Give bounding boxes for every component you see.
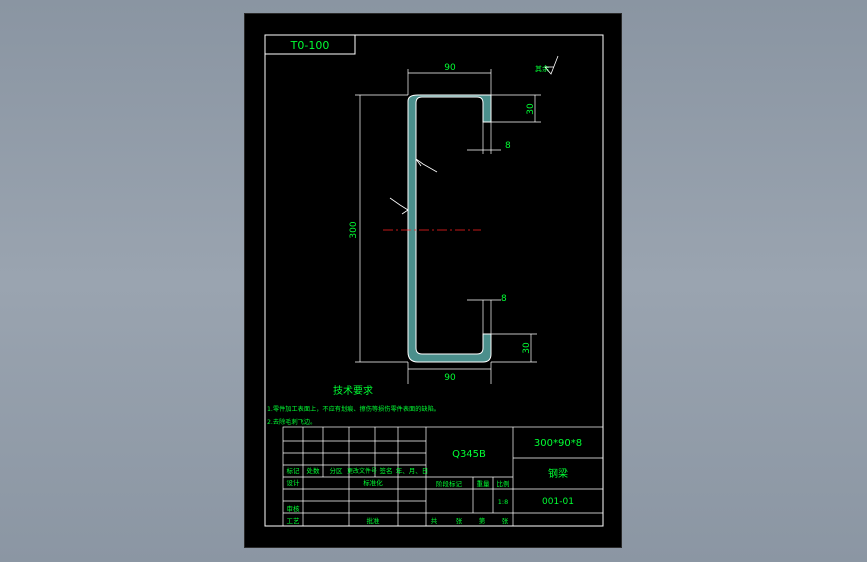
footer-total: 共 [431, 516, 438, 525]
drawing-sheet: T0-100 其余 90 90 300 30 30 [244, 13, 622, 548]
footer-sheets: 张 [456, 516, 463, 525]
header-stage-mark: 阶段标记 [436, 479, 463, 488]
code-box [264, 34, 356, 55]
footer-sheet-no: 第 [479, 516, 486, 525]
thickness-top-label: 8 [505, 141, 511, 151]
header-sign: 签名 [380, 466, 393, 475]
drawing-canvas: T0-100 其余 90 90 300 30 30 [264, 34, 604, 527]
header-zone: 分区 [330, 466, 344, 475]
title-block-grid [282, 426, 604, 527]
spec-value: 300*90*8 [534, 438, 582, 449]
header-scale: 比例 [497, 479, 510, 488]
top-width-dimension [407, 69, 492, 95]
height-dimension [355, 94, 408, 363]
scale-value: 1:8 [498, 498, 508, 506]
header-date: 年、月、日 [396, 466, 429, 475]
roughness-symbol-upper [415, 158, 438, 173]
c-channel-section [407, 94, 492, 363]
surface-finish-note: 其余 [535, 64, 549, 73]
surface-finish-symbol [544, 55, 559, 75]
bottom-lip-label: 30 [522, 342, 532, 354]
header-mark: 标记 [287, 466, 301, 475]
height-label: 300 [349, 221, 359, 238]
bottom-width-label: 90 [444, 373, 456, 383]
header-process: 工艺 [287, 517, 301, 525]
tech-req-title: 技术要求 [333, 384, 373, 397]
header-review: 审核 [287, 504, 301, 513]
header-change-doc: 更改文件号 [347, 467, 377, 475]
top-width-label: 90 [444, 63, 456, 73]
tech-req-line1: 1.零件加工表面上，不应有划痕、擦伤等损伤零件表面的缺陷。 [267, 405, 440, 413]
roughness-symbol-lower [389, 197, 409, 215]
thickness-top-dimension [467, 122, 501, 154]
part-name-value: 钢梁 [548, 467, 568, 480]
bottom-width-dimension [407, 362, 492, 384]
code-box-text: T0-100 [290, 39, 330, 52]
top-lip-dimension [491, 94, 541, 123]
drawing-no-value: 001-01 [542, 497, 574, 507]
drawing-border [264, 34, 604, 527]
header-design: 设计 [287, 478, 301, 487]
header-approve: 批准 [367, 516, 381, 525]
tech-req-line2: 2.去除毛刺飞边。 [267, 418, 316, 426]
header-count: 处数 [307, 466, 321, 475]
bottom-lip-dimension [491, 333, 537, 363]
thickness-bottom-dimension [467, 299, 501, 334]
top-lip-label: 30 [526, 103, 536, 115]
material-value: Q345B [452, 449, 486, 460]
thickness-bottom-label: 8 [501, 294, 507, 304]
header-standardize: 标准化 [363, 478, 383, 487]
footer-sheet-unit: 张 [502, 516, 509, 525]
header-weight: 重量 [477, 480, 491, 488]
